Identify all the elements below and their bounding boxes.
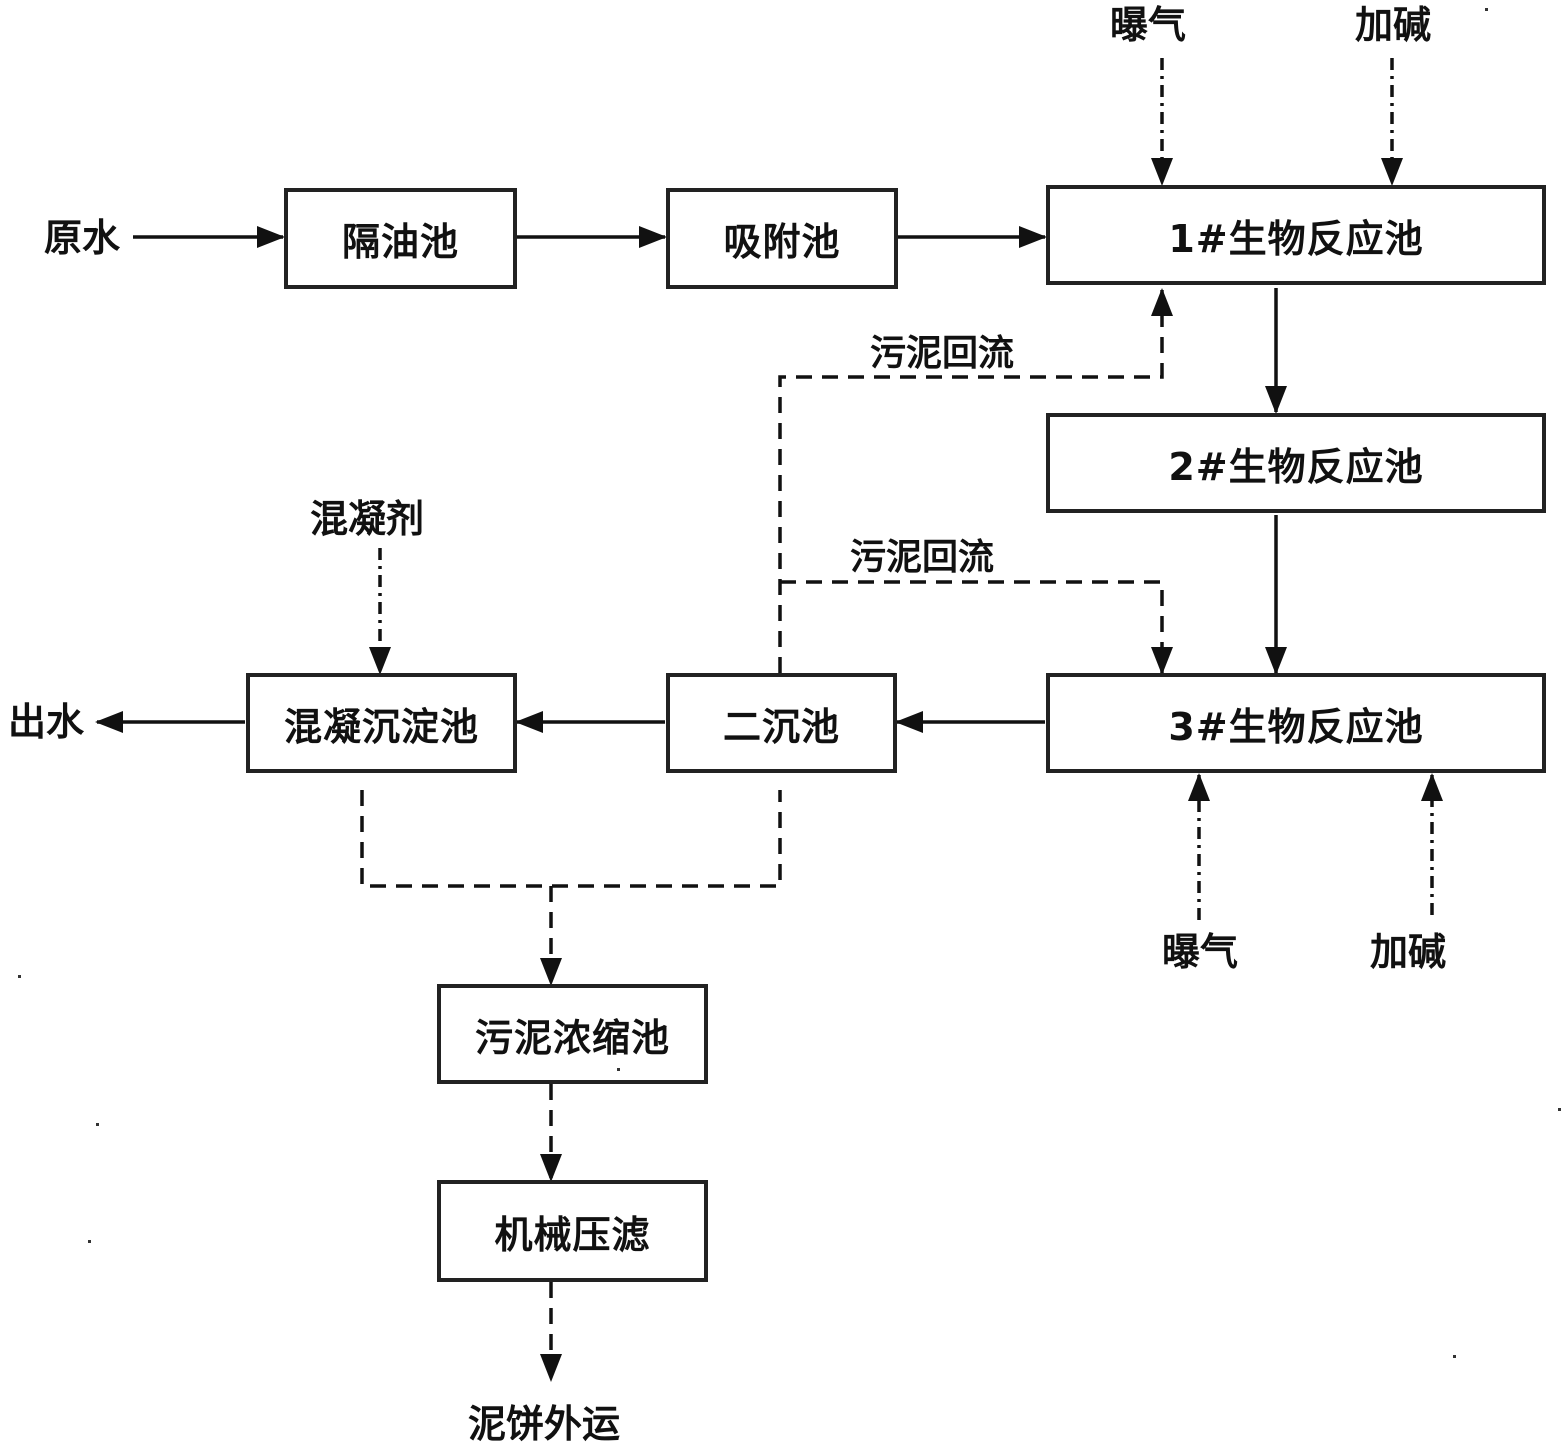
scan-speck xyxy=(88,1240,91,1243)
scan-speck xyxy=(1558,1108,1561,1111)
scan-speck xyxy=(1485,8,1488,11)
aeration-bottom-label: 曝气 xyxy=(1162,930,1239,974)
alkali-bottom-label: 加碱 xyxy=(1370,930,1447,974)
secondary-clarifier-box: 二沉池 xyxy=(666,673,897,773)
bio-reactor-2-box: 2#生物反应池 xyxy=(1046,413,1546,513)
alkali-top-label: 加碱 xyxy=(1355,3,1432,47)
coagulant-label: 混凝剂 xyxy=(310,497,425,541)
sludge-thickener-box: 污泥浓缩池 xyxy=(437,984,708,1084)
scan-speck xyxy=(617,1068,620,1071)
raw-water-label: 原水 xyxy=(44,216,121,260)
coagulation-sedimentation-box: 混凝沉淀池 xyxy=(246,673,517,773)
bio-reactor-3-box: 3#生物反应池 xyxy=(1046,673,1546,773)
aeration-top-label: 曝气 xyxy=(1110,3,1187,47)
cake-out-label: 泥饼外运 xyxy=(468,1402,621,1446)
sludge-return-to-bio3 xyxy=(780,580,1173,675)
bio-reactor-1-box: 1#生物反应池 xyxy=(1046,185,1546,285)
sludge-return-label-upper: 污泥回流 xyxy=(870,333,1015,374)
sludge-return-label-lower: 污泥回流 xyxy=(850,537,995,578)
scan-speck xyxy=(18,975,21,978)
effluent-label: 出水 xyxy=(8,700,85,744)
scan-speck xyxy=(1453,1355,1456,1358)
scan-speck xyxy=(96,1123,99,1126)
mechanical-press-box: 机械压滤 xyxy=(437,1180,708,1282)
sludge-collect-line xyxy=(360,790,782,888)
adsorption-box: 吸附池 xyxy=(666,188,898,289)
oil-separator-box: 隔油池 xyxy=(284,188,517,289)
